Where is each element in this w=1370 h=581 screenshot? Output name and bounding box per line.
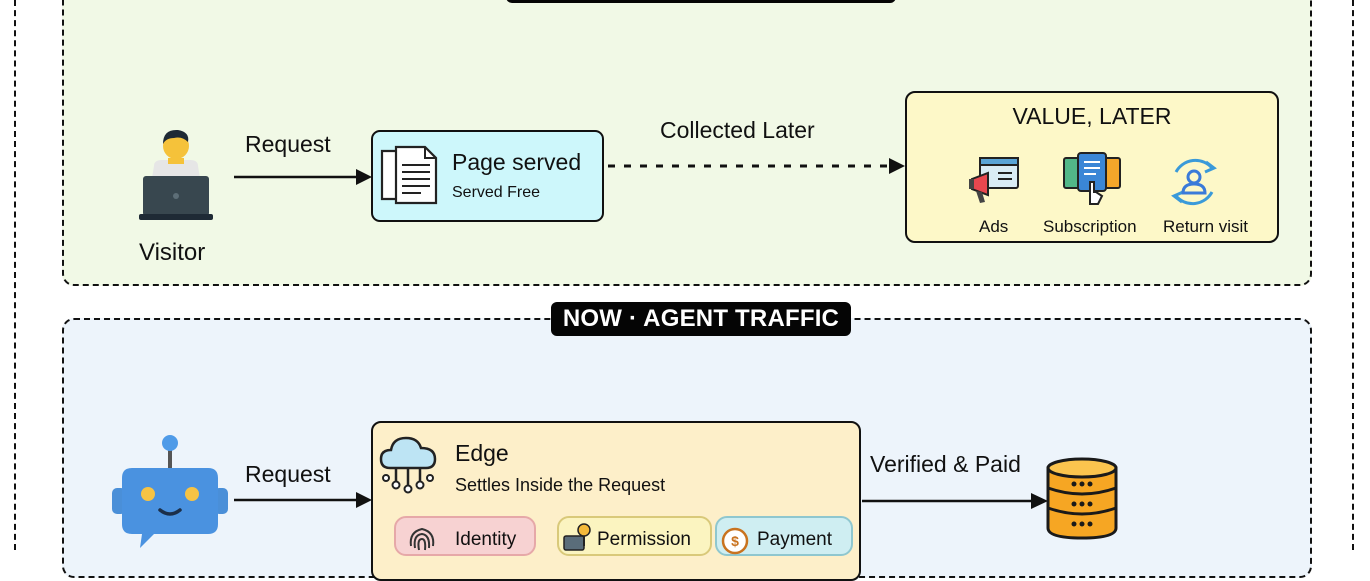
return-visit-label: Return visit bbox=[1163, 217, 1249, 236]
outer-frame-right bbox=[1352, 0, 1354, 550]
subscription-icon bbox=[1063, 152, 1121, 205]
verified-paid-label: Verified & Paid bbox=[870, 451, 1021, 477]
robot-icon bbox=[112, 435, 228, 548]
ads-label: Ads bbox=[979, 217, 1009, 236]
permission-label: Permission bbox=[597, 529, 691, 550]
request-arrow bbox=[234, 169, 372, 185]
edge-title: Edge bbox=[455, 440, 509, 466]
value-later-title: VALUE, LATER bbox=[1012, 103, 1172, 129]
agent-request-label: Request bbox=[245, 461, 331, 487]
document-icon bbox=[380, 145, 438, 205]
key-icon bbox=[563, 523, 591, 551]
database-icon bbox=[1046, 457, 1118, 540]
edge-node bbox=[371, 421, 861, 581]
identity-label: Identity bbox=[455, 529, 517, 550]
outer-frame-left bbox=[14, 0, 16, 550]
fingerprint-icon bbox=[409, 527, 435, 551]
agent-section-label: NOW · AGENT TRAFFIC bbox=[551, 302, 851, 336]
visitor-icon bbox=[139, 129, 213, 220]
visitor-label: Visitor bbox=[139, 239, 206, 266]
return-visit-icon bbox=[1171, 158, 1217, 206]
agent-request-arrow bbox=[234, 492, 372, 508]
request-label: Request bbox=[245, 131, 331, 157]
page-served-subtitle: Served Free bbox=[452, 184, 541, 201]
value-later-node bbox=[905, 91, 1279, 243]
legacy-section-label bbox=[506, 0, 896, 3]
page-served-title: Page served bbox=[452, 149, 582, 175]
cloud-network-icon bbox=[379, 436, 437, 494]
edge-subtitle: Settles Inside the Request bbox=[455, 475, 666, 495]
verified-paid-arrow bbox=[862, 493, 1048, 509]
megaphone-icon bbox=[969, 157, 1019, 203]
payment-label: Payment bbox=[757, 529, 832, 550]
subscription-label: Subscription bbox=[1043, 217, 1137, 236]
dollar-icon: $ bbox=[721, 527, 749, 555]
collected-later-arrow bbox=[608, 158, 905, 174]
svg-text:$: $ bbox=[731, 533, 739, 549]
collected-later-label: Collected Later bbox=[660, 117, 815, 143]
